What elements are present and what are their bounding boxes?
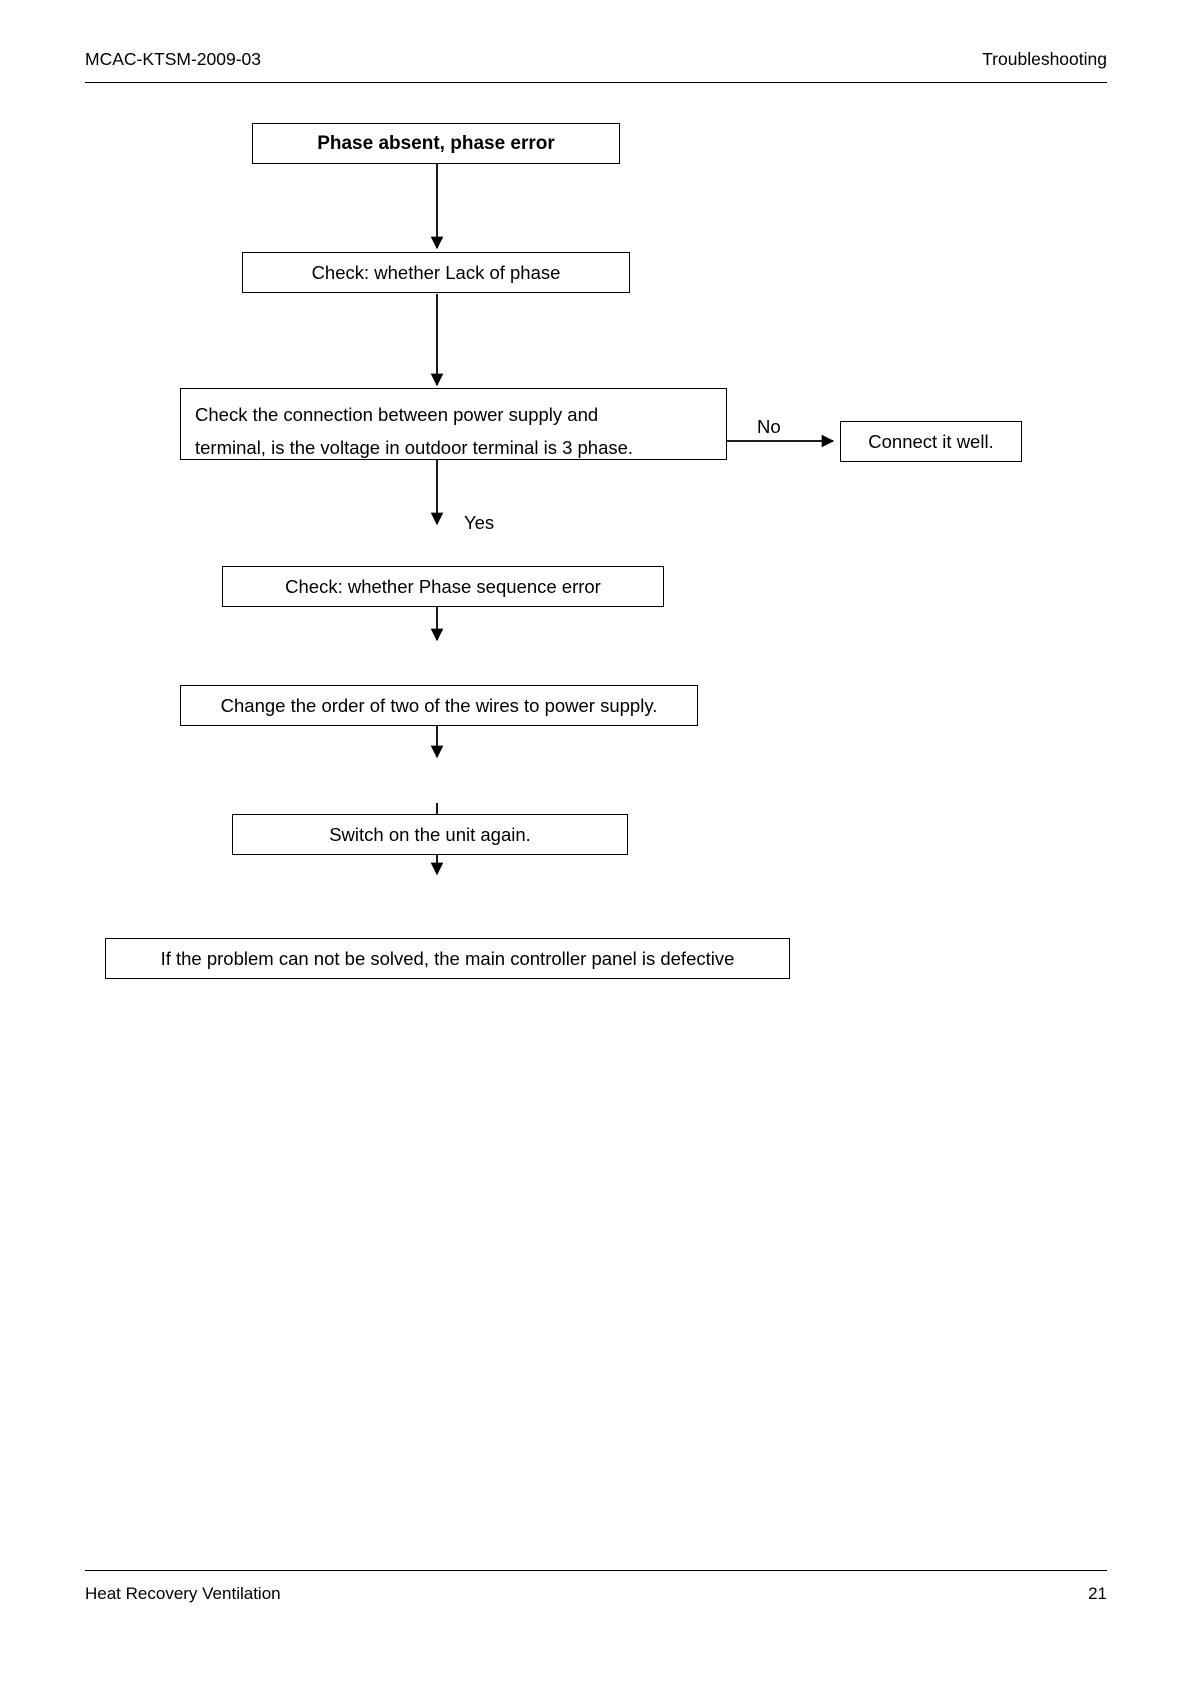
flow-node-controller-defective[interactable]: If the problem can not be solved, the ma…: [105, 938, 790, 979]
flow-node-start[interactable]: Phase absent, phase error: [252, 123, 620, 164]
flow-node-check-connection-line2: terminal, is the voltage in outdoor term…: [195, 437, 634, 458]
edge-label-yes: Yes: [464, 512, 495, 533]
document-code: MCAC-KTSM-2009-03: [85, 49, 262, 69]
page-footer: Heat Recovery Ventilation 21: [85, 1570, 1107, 1604]
page-header: MCAC-KTSM-2009-03 Troubleshooting: [85, 48, 1107, 83]
flow-node-check-phase-sequence[interactable]: Check: whether Phase sequence error: [222, 566, 664, 607]
edge-label-no: No: [757, 416, 781, 437]
flow-node-check-lack-of-phase[interactable]: Check: whether Lack of phase: [242, 252, 630, 293]
flow-node-connect-it-well[interactable]: Connect it well.: [840, 421, 1022, 462]
product-name: Heat Recovery Ventilation: [85, 1584, 281, 1603]
flow-node-switch-on-unit[interactable]: Switch on the unit again.: [232, 814, 628, 855]
section-title: Troubleshooting: [982, 49, 1107, 69]
flow-node-check-connection-line1: Check the connection between power suppl…: [195, 404, 599, 425]
flow-node-check-connection[interactable]: Check the connection between power suppl…: [180, 388, 727, 460]
flow-node-change-wire-order[interactable]: Change the order of two of the wires to …: [180, 685, 698, 726]
page-number: 21: [1088, 1584, 1107, 1603]
